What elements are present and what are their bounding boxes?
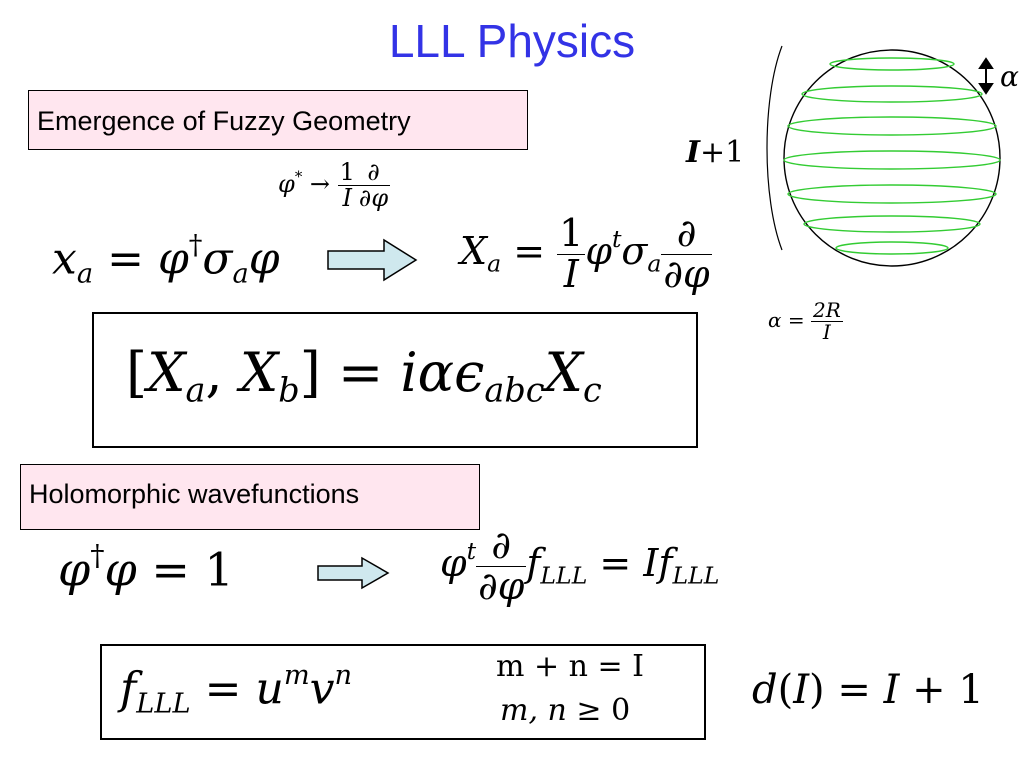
section-label-holomorphic: Holomorphic wavefunctions	[20, 464, 480, 530]
sphere-alpha-label: α	[1000, 60, 1019, 93]
condition-sum: m + n = I	[496, 649, 645, 684]
equation-degeneracy: d(I) = I + 1	[752, 667, 984, 713]
right-arrow-icon	[326, 238, 418, 282]
sphere-I-plus-one-label: I+1	[686, 135, 745, 170]
page-title: LLL Physics	[388, 15, 636, 67]
equation-fLLL: fLLL = umvn	[120, 660, 353, 720]
section-label-fuzzy-geometry: Emergence of Fuzzy Geometry	[28, 90, 528, 150]
equation-commutator: [Xa, Xb] = iαϵabcXc	[126, 341, 602, 410]
commutator-box	[92, 312, 698, 448]
fLLL-box	[100, 644, 706, 740]
condition-nonneg: m, n ≥ 0	[500, 693, 631, 728]
equation-normalization: φ†φ = 1	[58, 539, 234, 597]
equation-xa: xa = φ†σaφ	[52, 230, 280, 290]
fuzzy-sphere-diagram	[760, 38, 1024, 272]
right-arrow-icon	[316, 556, 390, 590]
